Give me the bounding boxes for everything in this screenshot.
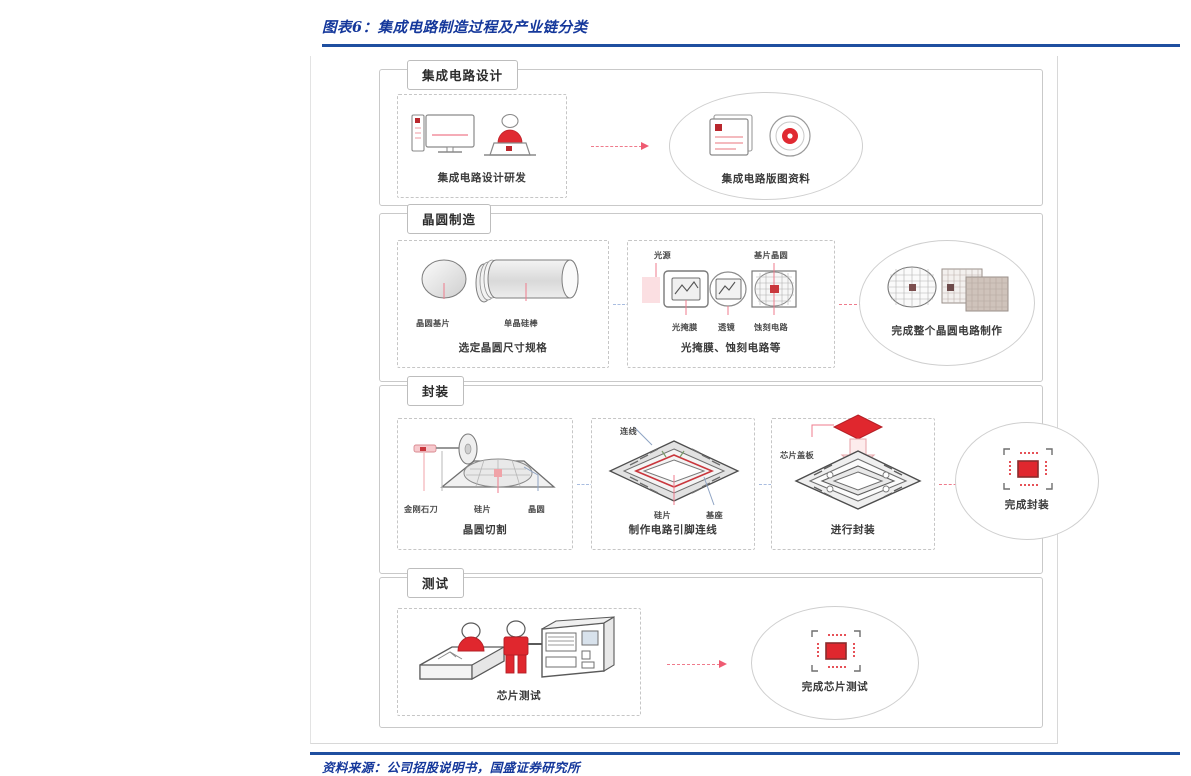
panel-caption-wafer-dicing: 晶圆切割 xyxy=(462,524,508,536)
label-lens: 透镜 xyxy=(718,322,735,332)
section-frame xyxy=(379,577,1043,728)
label-base: 基座 xyxy=(706,510,723,520)
section-ic-design: 集成电路设计 xyxy=(379,60,1051,208)
label-photomask: 光掩膜 xyxy=(672,322,698,332)
figure-title-bar: 图表6：集成电路制造过程及产业链分类 xyxy=(322,16,1180,42)
label-silicon-chip: 硅片 xyxy=(474,504,491,514)
panel-caption-chip-test: 芯片测试 xyxy=(496,690,542,702)
wafer-ingot-illustration xyxy=(421,259,579,303)
chip-test-illustration xyxy=(419,616,615,681)
layout-data-illustration xyxy=(709,114,811,157)
dicing-illustration xyxy=(413,433,556,493)
section-label-wafer-fab: 晶圆制造 xyxy=(407,204,492,234)
section-wafer-fab: 晶圆制造 xyxy=(379,204,1051,384)
title-divider xyxy=(322,44,1180,47)
ic-design-illustration xyxy=(411,113,536,156)
panel-lead-bonding: 连线 硅片 基座 制作电路引脚连线 xyxy=(591,418,755,550)
bubble-caption-packaging-done: 完成封装 xyxy=(1004,499,1050,511)
bubble-wafer-circuit-done: 完成整个晶圆电路制作 xyxy=(859,240,1035,366)
section-frame xyxy=(379,69,1043,206)
panel-caption-photolithography: 光掩膜、蚀刻电路等 xyxy=(681,342,781,354)
footer-divider xyxy=(310,752,1180,755)
label-substrate-wafer: 基片晶圆 xyxy=(754,250,788,260)
wafer-done-illustration xyxy=(887,266,1009,312)
encapsulation-illustration xyxy=(794,414,922,510)
bonding-illustration xyxy=(608,426,740,506)
section-label-testing: 测试 xyxy=(407,568,465,598)
bubble-caption-wafer-circuit-done: 完成整个晶圆电路制作 xyxy=(891,325,1003,337)
figure-canvas: 集成电路设计 xyxy=(310,56,1099,744)
panel-caption-wafer-size: 选定晶圆尺寸规格 xyxy=(458,342,548,354)
label-chip-lid: 芯片盖板 xyxy=(780,450,814,460)
source-note: 资料来源：公司招股说明书，国盛证券研究所 xyxy=(322,760,581,775)
bubble-test-done: 完成芯片测试 xyxy=(751,606,919,720)
label-diamond-blade: 金刚石刀 xyxy=(404,504,438,514)
panel-ic-design-rd: 集成电路设计研发 xyxy=(397,94,567,198)
panel-wafer-size: 晶圆基片 单晶硅棒 选定晶圆尺寸规格 xyxy=(397,240,609,368)
arrow-design-to-layout xyxy=(591,142,649,150)
label-wafer: 晶圆 xyxy=(528,504,545,514)
panel-encapsulation: 芯片盖板 进行封装 xyxy=(771,414,935,550)
section-label-ic-design: 集成电路设计 xyxy=(407,60,519,90)
label-light-source: 光源 xyxy=(654,250,671,260)
section-label-packaging: 封装 xyxy=(407,376,465,406)
section-frame xyxy=(379,213,1043,382)
panel-chip-test: 芯片测试 xyxy=(397,608,641,716)
section-testing: 测试 xyxy=(379,568,1051,730)
panel-caption-lead-bonding: 制作电路引脚连线 xyxy=(628,524,718,536)
bubble-caption-test-done: 完成芯片测试 xyxy=(801,681,869,693)
panel-wafer-dicing: 金刚石刀 硅片 晶圆 晶圆切割 xyxy=(397,418,573,550)
bubble-ic-layout-data: 集成电路版图资料 xyxy=(669,92,863,200)
panel-photolithography: 光源 基片晶圆 光掩膜 透镜 蚀刻电路 光掩膜、蚀刻电路等 xyxy=(627,240,835,368)
label-silicon-rod: 单晶硅棒 xyxy=(504,318,538,328)
litho-illustration xyxy=(642,263,797,315)
label-etch-circuit: 蚀刻电路 xyxy=(754,322,788,332)
tested-chip-icon xyxy=(811,630,861,672)
label-die: 硅片 xyxy=(654,510,671,520)
section-packaging: 封装 xyxy=(379,376,1099,576)
label-bond-wire: 连线 xyxy=(620,426,637,436)
label-wafer-substrate: 晶圆基片 xyxy=(416,318,450,328)
page-title: 图表6：集成电路制造过程及产业链分类 xyxy=(322,19,588,36)
packaged-chip-icon xyxy=(1003,448,1053,490)
bubble-caption-ic-layout-data: 集成电路版图资料 xyxy=(721,173,811,185)
panel-caption-encapsulation: 进行封装 xyxy=(830,524,876,536)
arrow-test-to-done xyxy=(667,660,727,668)
panel-caption-ic-design-rd: 集成电路设计研发 xyxy=(437,172,527,184)
bubble-packaging-done: 完成封装 xyxy=(955,422,1099,540)
